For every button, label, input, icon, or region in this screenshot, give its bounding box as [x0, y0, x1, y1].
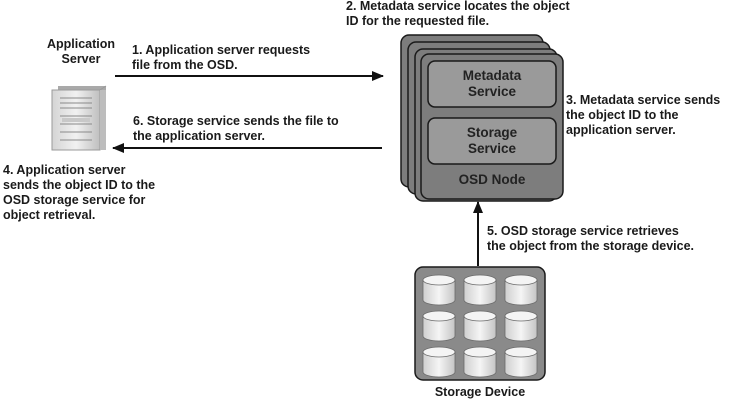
step3-label: 3. Metadata service sends the object ID … [566, 93, 721, 137]
step6-label: 6. Storage service sends the file to the… [133, 114, 339, 143]
metadata-service-label: Metadata Service [462, 68, 522, 99]
step5-label: 5. OSD storage service retrieves the obj… [487, 224, 694, 253]
osd-node-label: OSD Node [458, 172, 526, 187]
disk-cylinder-icon [422, 274, 456, 306]
step4-label: 4. Application server sends the object I… [3, 163, 156, 222]
disk-cylinder-icon [463, 310, 497, 342]
disk-cylinder-icon [504, 274, 538, 306]
application-server-icon [51, 85, 107, 151]
disk-cylinder-icon [504, 310, 538, 342]
storage-service-label: Storage Service [466, 125, 518, 156]
disk-cylinder-icon [463, 346, 497, 378]
storage-service-box [427, 117, 557, 165]
osd-node-stack [400, 34, 564, 202]
application-server-label: Application Server [46, 37, 116, 66]
step1-label: 1. Application server requests file from… [132, 43, 311, 72]
disk-cylinder-icon [422, 310, 456, 342]
disk-cylinder-icon [422, 346, 456, 378]
step2-label: 2. Metadata service locates the object I… [346, 0, 570, 28]
storage-device-icon [414, 266, 546, 381]
disk-cylinder-icon [504, 346, 538, 378]
storage-device-label: Storage Device [434, 385, 526, 399]
metadata-service-box [427, 60, 557, 108]
disk-cylinder-icon [463, 274, 497, 306]
